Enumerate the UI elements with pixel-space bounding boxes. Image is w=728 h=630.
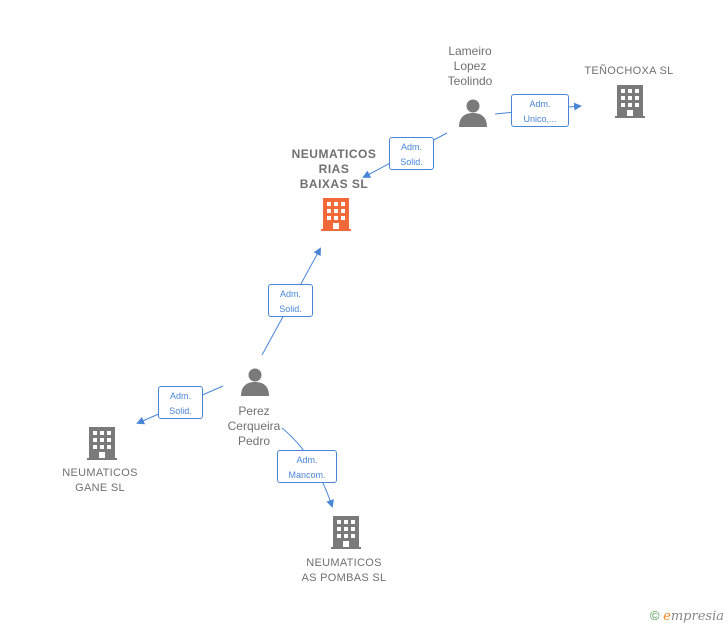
node-label-tenochoxa[interactable]: TEÑOCHOXA SL [584,65,674,77]
node-label-lameiro[interactable]: Lameiro Lopez Teolindo [447,44,493,88]
node-label-rias[interactable]: NEUMATICOS RIAS BAIXAS SL [291,147,377,191]
building-icon[interactable] [615,85,645,118]
building-icon[interactable] [87,427,117,460]
relation-label-perez-gane[interactable]: Adm. Solid. [158,386,203,419]
brand-name: mpresia [670,609,724,624]
node-label-pombas[interactable]: NEUMATICOS AS POMBAS SL [301,557,387,584]
building-icon[interactable] [331,516,361,549]
copyright-icon: © [649,608,660,623]
brand-initial: e [663,609,671,624]
relation-label-lameiro-tenochoxa[interactable]: Adm. Unico,... [511,94,569,127]
relation-label-perez-pombas[interactable]: Adm. Mancom. [277,450,337,483]
relation-label-perez-rias[interactable]: Adm. Solid. [268,284,313,317]
person-icon[interactable] [459,99,487,128]
brand-footer: © empresia [650,608,724,624]
relation-label-lameiro-rias[interactable]: Adm. Solid. [389,137,434,170]
building-icon[interactable] [321,198,351,231]
node-label-perez[interactable]: Perez Cerqueira Pedro [227,404,281,448]
node-label-gane[interactable]: NEUMATICOS GANE SL [62,467,138,494]
person-icon[interactable] [241,368,269,397]
